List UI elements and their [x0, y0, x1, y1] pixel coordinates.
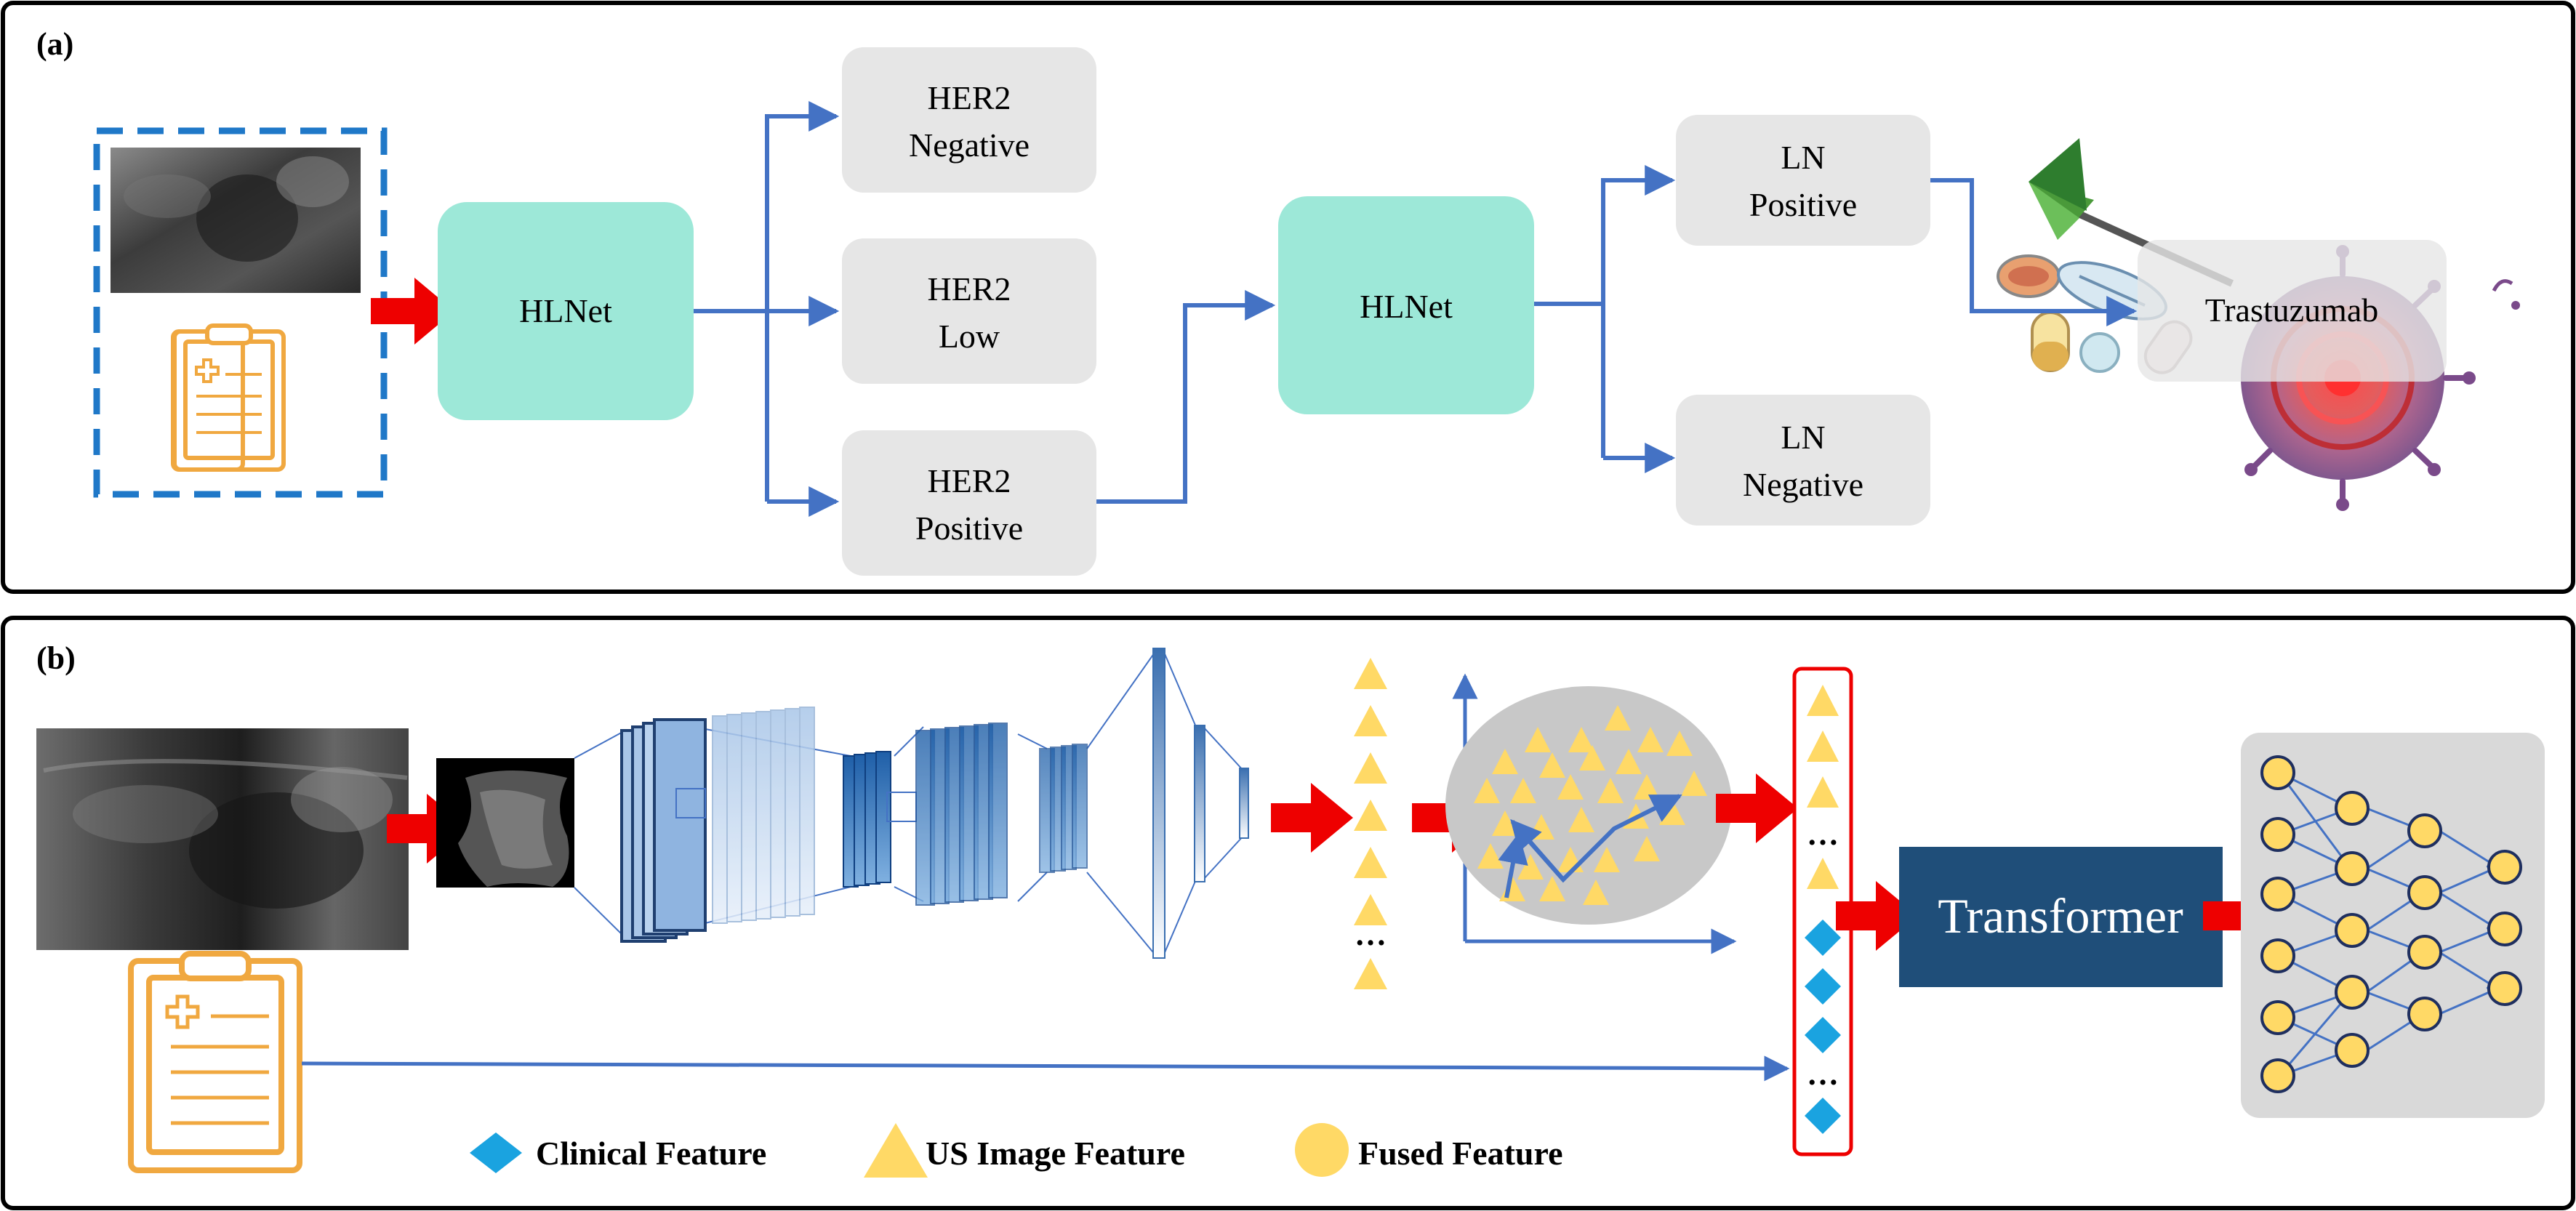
us-feature-ellipsis: …	[1355, 917, 1387, 952]
clipboard-icon	[171, 323, 286, 472]
hlnet-label-1: HLNet	[519, 292, 612, 329]
ultrasound-image-a	[111, 148, 361, 293]
ln-negative-line1: LN	[1781, 419, 1825, 456]
legend-us-marker	[864, 1123, 928, 1178]
positive-to-hlnet-connector	[1096, 290, 1276, 504]
her2-negative-line1: HER2	[928, 79, 1011, 116]
ln-positive-line1: LN	[1781, 139, 1825, 176]
feature-space-plot	[1445, 673, 1737, 954]
transformer-label: Transformer	[1938, 888, 2183, 944]
dart-icon	[2029, 138, 2234, 287]
red-arrow-b5	[1836, 881, 1918, 951]
red-arrow-b4	[1716, 773, 1798, 843]
trastuzumab-box	[2138, 240, 2447, 382]
legend-us-label: US Image Feature	[926, 1135, 1185, 1172]
ln-positive-box	[1676, 115, 1930, 246]
red-arrow-b2	[1271, 783, 1353, 853]
legend-clinical-label: Clinical Feature	[536, 1135, 766, 1172]
classifier-network	[2241, 733, 2545, 1118]
fused-vector-ellipsis-1: …	[1807, 816, 1839, 852]
her2-low-box	[842, 238, 1096, 384]
fused-vector-ellipsis-2: …	[1807, 1056, 1839, 1092]
ln-negative-box	[1676, 395, 1930, 526]
segmented-roi-image	[436, 758, 574, 888]
her2-low-line1: HER2	[928, 270, 1011, 307]
ln-positive-to-drug-connector	[1930, 178, 2138, 326]
ln-connectors	[1534, 165, 1676, 473]
her2-positive-line1: HER2	[928, 462, 1011, 499]
cnn-architecture	[574, 648, 1249, 959]
us-feature-triangle	[1354, 752, 1387, 784]
legend-fused-label: Fused Feature	[1358, 1135, 1563, 1172]
panel-a-label: (a)	[36, 26, 73, 62]
her2-positive-box	[842, 430, 1096, 576]
clipboard-icon-b	[128, 951, 302, 1173]
red-arrow-b1	[387, 794, 469, 864]
trastuzumab-label: Trastuzumab	[2205, 291, 2379, 329]
legend-clinical-marker	[470, 1132, 522, 1173]
her2-low-line2: Low	[939, 318, 1000, 355]
targeted-therapy-illustration: Trastuzumab	[1997, 138, 2520, 511]
her2-positive-line2: Positive	[915, 510, 1023, 547]
her2-connectors	[694, 101, 840, 517]
hlnet-label-2: HLNet	[1360, 288, 1453, 325]
legend: Clinical Feature US Image Feature Fused …	[470, 1123, 1563, 1178]
hlnet-box-1	[438, 202, 694, 420]
us-feature-triangle	[1354, 800, 1387, 831]
legend-fused-marker	[1295, 1123, 1349, 1177]
her2-negative-line2: Negative	[909, 126, 1030, 164]
her2-negative-box	[842, 47, 1096, 193]
panel-b-label: (b)	[36, 640, 76, 676]
red-arrow-a1	[371, 278, 454, 345]
transformer-box	[1899, 847, 2223, 987]
ln-positive-line2: Positive	[1749, 186, 1857, 223]
us-feature-column	[1354, 658, 1387, 989]
us-feature-triangle	[1354, 894, 1387, 925]
us-feature-triangle	[1354, 658, 1387, 689]
us-feature-triangle	[1354, 847, 1387, 878]
ln-negative-line2: Negative	[1743, 466, 1863, 503]
us-feature-triangle	[1354, 705, 1387, 736]
ultrasound-image-b	[36, 728, 409, 950]
us-feature-triangle	[1354, 958, 1387, 989]
hlnet-box-2	[1278, 196, 1534, 414]
clinical-path-arrow	[301, 1055, 1790, 1082]
